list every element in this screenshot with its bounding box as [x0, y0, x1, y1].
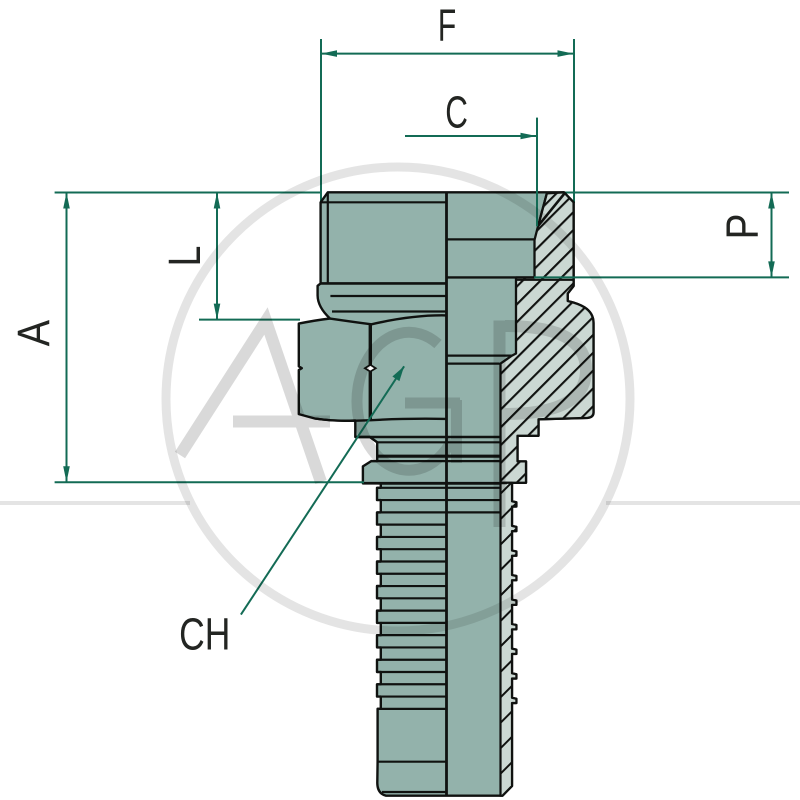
svg-text:A: A — [9, 319, 60, 346]
svg-text:CH: CH — [179, 608, 230, 659]
svg-text:P: P — [717, 214, 768, 240]
svg-text:L: L — [159, 246, 210, 267]
svg-text:F: F — [438, 0, 456, 51]
svg-text:C: C — [445, 88, 468, 138]
